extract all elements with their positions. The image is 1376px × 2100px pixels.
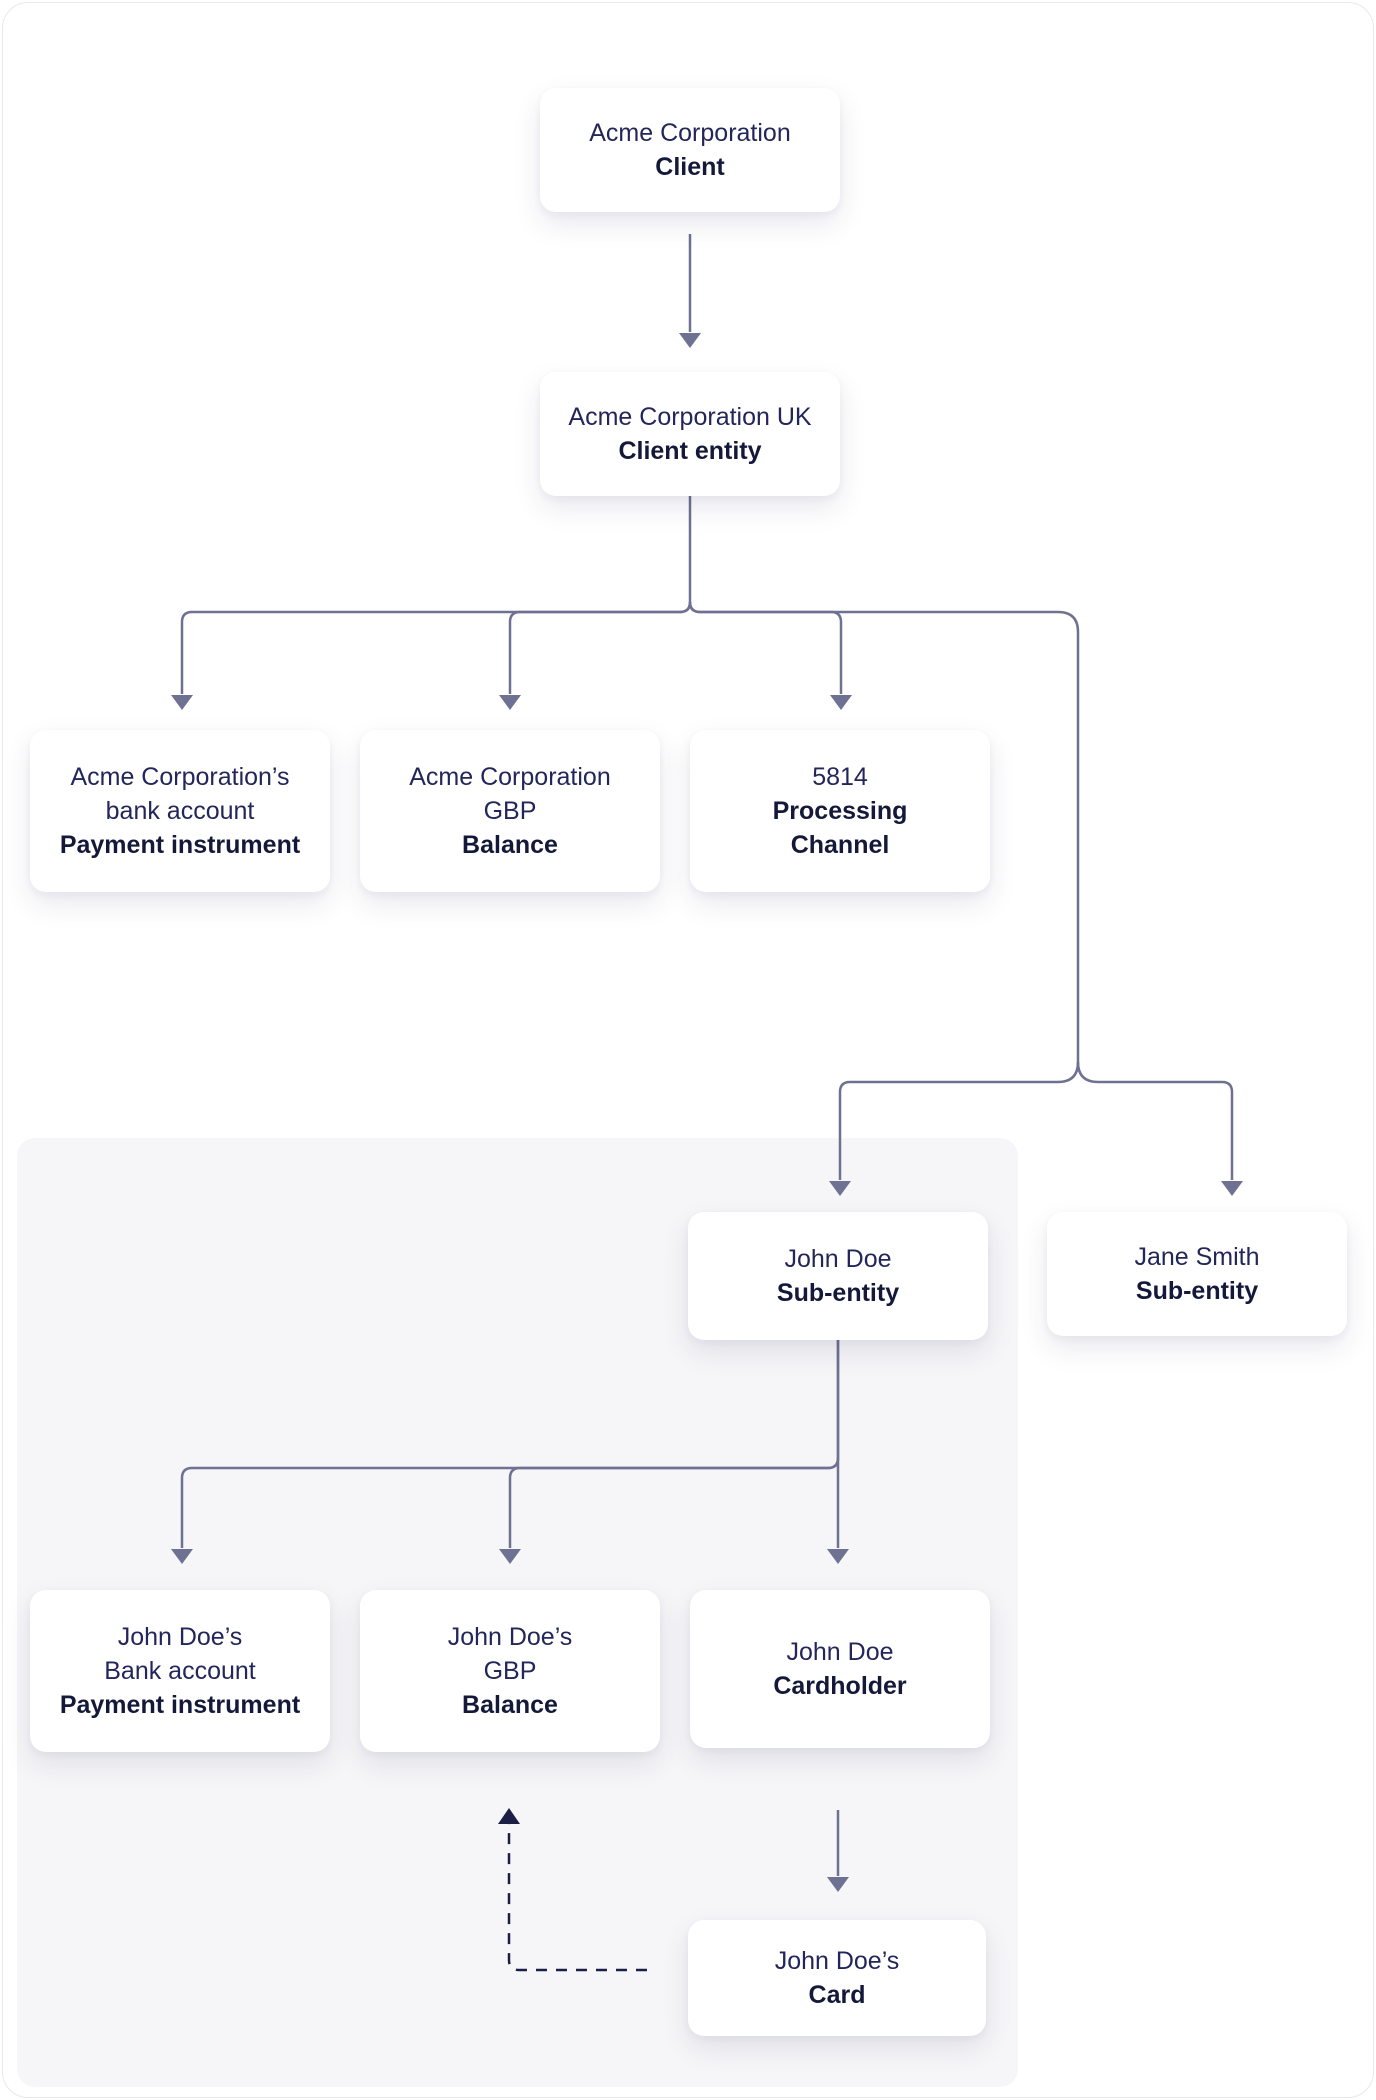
arrow-up-icon <box>498 1808 520 1824</box>
arrow-down-icon <box>829 1181 851 1196</box>
node-type-label-line2: Channel <box>790 831 890 859</box>
node-title: John Doe’s <box>117 1623 243 1651</box>
node-type-label: Sub-entity <box>776 1279 900 1307</box>
node-john-doe-card: John Doe’s Card <box>688 1920 986 2036</box>
node-processing-channel: 5814 Processing Channel <box>690 730 990 892</box>
node-title: John Doe’s <box>774 1947 900 1975</box>
node-title-line2: bank account <box>105 797 255 825</box>
arrow-down-icon <box>499 1549 521 1564</box>
node-type-label: Payment instrument <box>59 831 301 859</box>
node-title: Acme Corporation’s <box>70 763 290 791</box>
node-john-doe-sub-entity: John Doe Sub-entity <box>688 1212 988 1340</box>
node-john-doe-cardholder: John Doe Cardholder <box>690 1590 990 1748</box>
node-title-line2: GBP <box>483 797 537 825</box>
node-jane-smith-sub-entity: Jane Smith Sub-entity <box>1047 1212 1347 1336</box>
node-type-label: Client <box>655 153 725 181</box>
node-acme-bank-account: Acme Corporation’s bank account Payment … <box>30 730 330 892</box>
connector-to-jane-smith-sub-entity <box>1076 1061 1234 1180</box>
connector-to-acme-gbp-balance <box>508 601 692 694</box>
node-type-label: Payment instrument <box>59 1691 301 1719</box>
node-type-label: Balance <box>462 831 558 859</box>
node-type-label: Cardholder <box>773 1672 907 1700</box>
node-title: Acme Corporation <box>589 119 791 147</box>
node-client-entity: Acme Corporation UK Client entity <box>540 372 840 496</box>
connector-to-john-doe-gbp-balance <box>508 1457 840 1548</box>
connector-to-sub-entities-trunk <box>688 601 1080 1062</box>
node-john-doe-gbp-balance: John Doe’s GBP Balance <box>360 1590 660 1752</box>
node-type-label: Card <box>808 1981 866 2009</box>
node-type-label: Processing <box>772 797 908 825</box>
connector-to-john-doe-sub-entity <box>838 1061 1080 1180</box>
node-client: Acme Corporation Client <box>540 88 840 212</box>
node-type-label: Balance <box>462 1691 558 1719</box>
node-title: Acme Corporation <box>409 763 611 791</box>
connector-to-processing-channel <box>688 601 843 694</box>
connector-to-acme-bank-account <box>180 496 692 694</box>
node-title: John Doe <box>786 1638 894 1666</box>
node-john-doe-bank-account: John Doe’s Bank account Payment instrume… <box>30 1590 330 1752</box>
connector-card-to-gbp-balance-dashed <box>507 1824 647 1972</box>
node-title: Acme Corporation UK <box>568 403 812 431</box>
arrow-down-icon <box>499 695 521 710</box>
node-type-label: Client entity <box>618 437 762 465</box>
arrow-down-icon <box>827 1549 849 1564</box>
node-title: 5814 <box>812 763 868 791</box>
arrow-down-icon <box>171 695 193 710</box>
node-title-line2: Bank account <box>104 1657 256 1685</box>
arrow-down-icon <box>827 1877 849 1892</box>
node-title: John Doe’s <box>447 1623 573 1651</box>
arrow-down-icon <box>1221 1181 1243 1196</box>
node-title: Jane Smith <box>1134 1243 1260 1271</box>
node-title: John Doe <box>784 1245 892 1273</box>
arrow-down-icon <box>830 695 852 710</box>
node-title-line2: GBP <box>483 1657 537 1685</box>
node-acme-gbp-balance: Acme Corporation GBP Balance <box>360 730 660 892</box>
node-type-label: Sub-entity <box>1135 1277 1259 1305</box>
arrow-down-icon <box>171 1549 193 1564</box>
arrow-down-icon <box>679 333 701 348</box>
